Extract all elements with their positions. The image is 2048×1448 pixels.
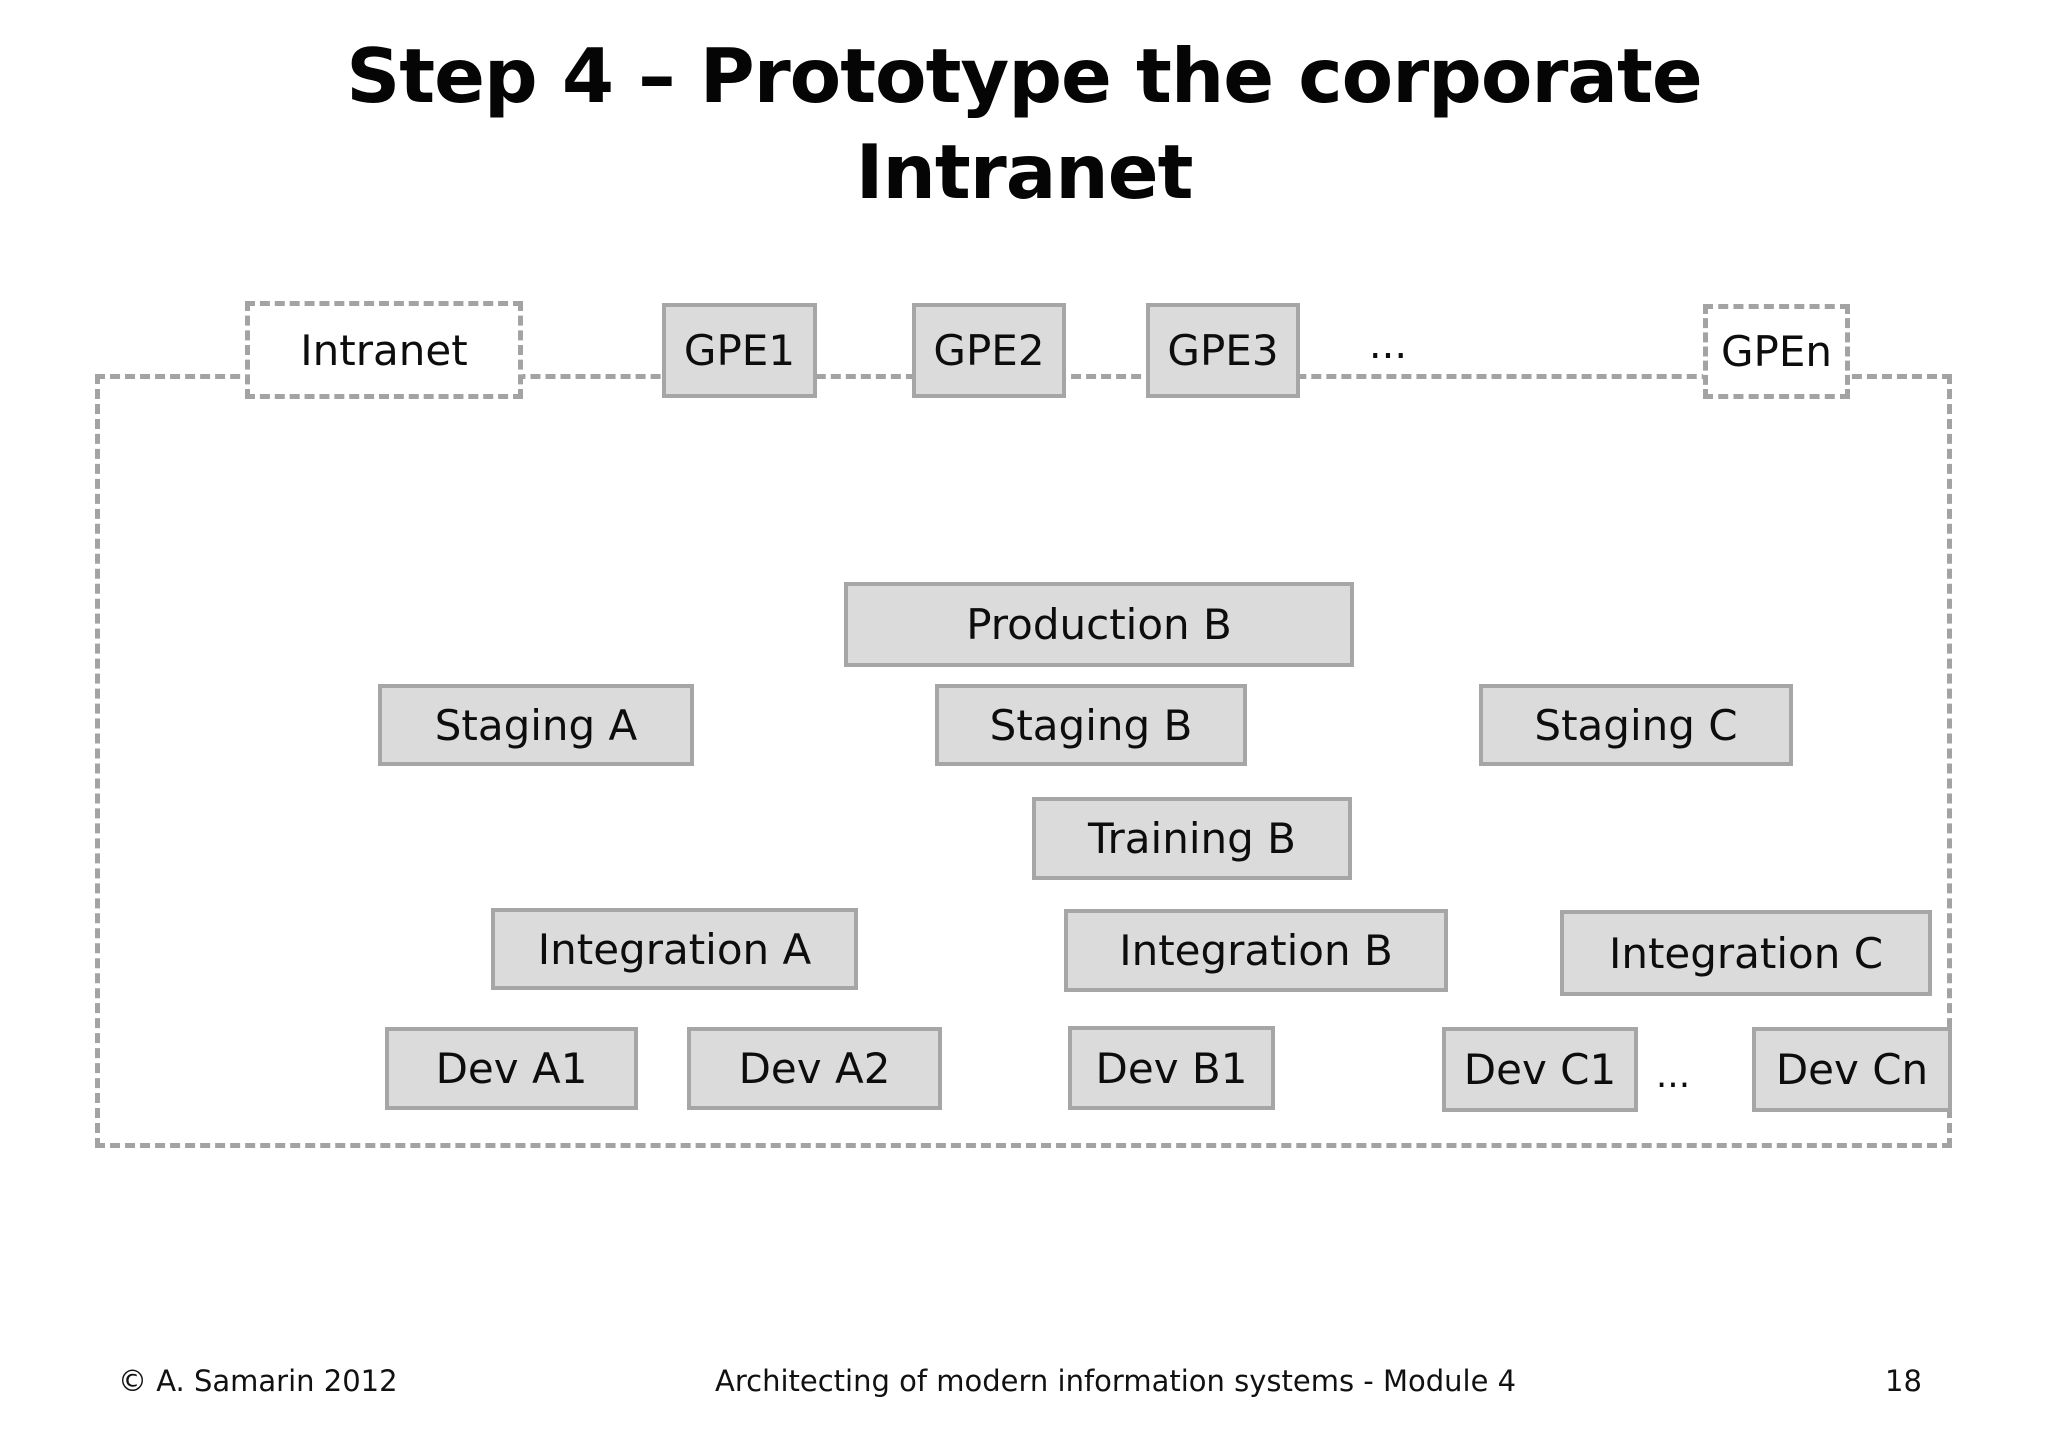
dev-a2-box: Dev A2 <box>687 1027 942 1110</box>
gpe1-box: GPE1 <box>662 303 817 398</box>
dev-cn-box: Dev Cn <box>1752 1027 1952 1112</box>
footer-center-text: Architecting of modern information syste… <box>715 1364 1517 1398</box>
staging-c-box: Staging C <box>1479 684 1793 766</box>
dev-a1-box: Dev A1 <box>385 1027 638 1110</box>
dev-b1-box: Dev B1 <box>1068 1026 1275 1110</box>
integration-b-box: Integration B <box>1064 909 1448 992</box>
integration-a-box: Integration A <box>491 908 858 990</box>
staging-b-box: Staging B <box>935 684 1247 766</box>
dev-ellipsis: ... <box>1655 1054 1691 1096</box>
training-b-box: Training B <box>1032 797 1352 880</box>
footer-copyright: © A. Samarin 2012 <box>118 1364 398 1398</box>
page-title-line2: Intranet <box>855 128 1194 216</box>
footer-page-number: 18 <box>1885 1364 1922 1398</box>
page-title-line1: Step 4 – Prototype the corporate <box>346 32 1702 120</box>
gpe-ellipsis: ... <box>1368 322 1408 368</box>
production-b-box: Production B <box>844 582 1354 667</box>
integration-c-box: Integration C <box>1560 910 1932 996</box>
staging-a-box: Staging A <box>378 684 694 766</box>
gpe3-box: GPE3 <box>1146 303 1300 398</box>
gpen-box: GPEn <box>1703 304 1850 399</box>
gpe2-box: GPE2 <box>912 303 1066 398</box>
intranet-box: Intranet <box>245 301 523 399</box>
page-title: Step 4 – Prototype the corporate Intrane… <box>0 28 2048 220</box>
dev-c1-box: Dev C1 <box>1442 1027 1638 1112</box>
